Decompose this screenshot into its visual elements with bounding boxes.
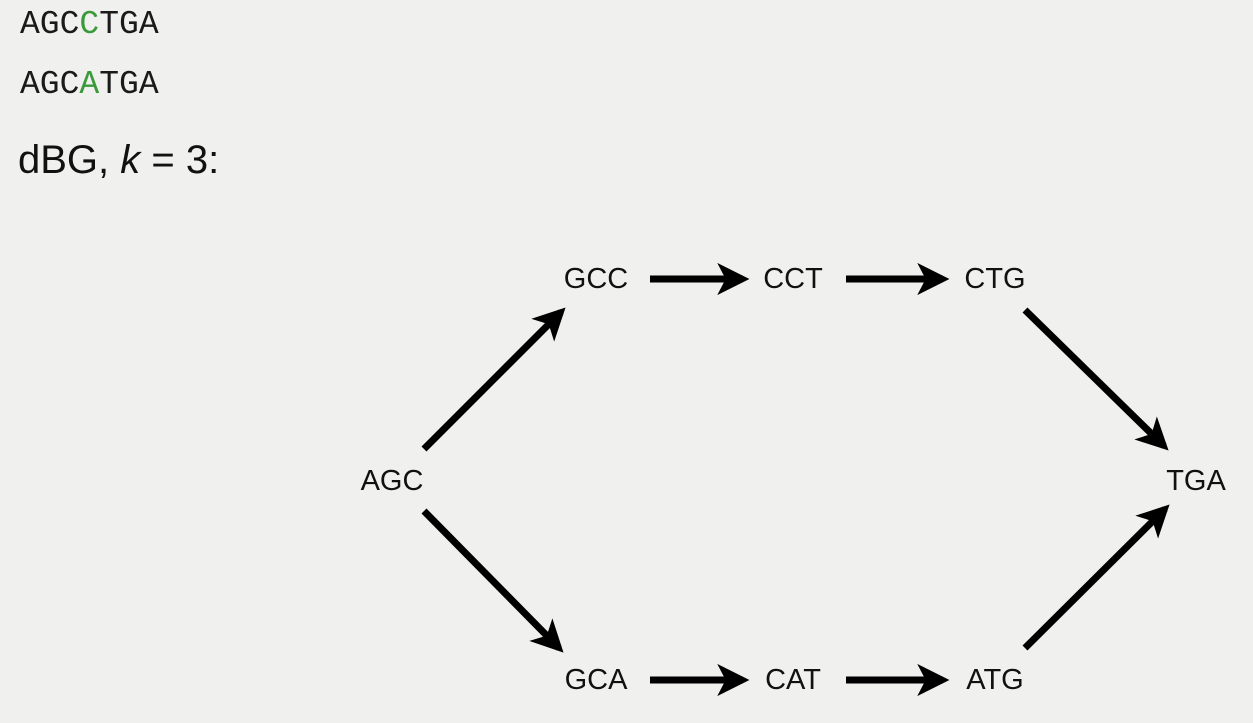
- node-gcc: GCC: [564, 263, 628, 295]
- sequence-2-suffix: TGA: [99, 66, 159, 103]
- sequence-2-prefix: AGC: [20, 66, 80, 103]
- sequence-2-variant: A: [79, 66, 100, 103]
- edge-ctg-tga: [1022, 307, 1169, 451]
- sequence-1-suffix: TGA: [99, 6, 159, 43]
- edge-agc-gca: [421, 508, 564, 653]
- sequence-1: AGCCTGA: [20, 6, 159, 43]
- caption-k-variable: k: [120, 138, 141, 182]
- graph-caption: dBG, k = 3:: [18, 138, 219, 183]
- edge-agc-gcc: [421, 307, 566, 452]
- node-cat: CAT: [765, 664, 821, 696]
- graph-nodes: AGC GCC CCT CTG TGA GCA CAT ATG: [361, 263, 1227, 696]
- caption-rest: = 3:: [140, 138, 220, 182]
- node-tga: TGA: [1166, 465, 1226, 497]
- node-ctg: CTG: [964, 263, 1025, 295]
- node-atg: ATG: [966, 664, 1023, 696]
- edge-atg-tga: [1022, 504, 1170, 651]
- graph-edges: [421, 262, 1170, 697]
- node-agc: AGC: [361, 465, 424, 497]
- sequence-1-variant: C: [79, 6, 100, 43]
- sequence-1-prefix: AGC: [20, 6, 80, 43]
- sequence-2: AGCATGA: [20, 66, 159, 103]
- node-gca: GCA: [565, 664, 629, 696]
- node-cct: CCT: [763, 263, 823, 295]
- caption-text: dBG,: [18, 138, 121, 182]
